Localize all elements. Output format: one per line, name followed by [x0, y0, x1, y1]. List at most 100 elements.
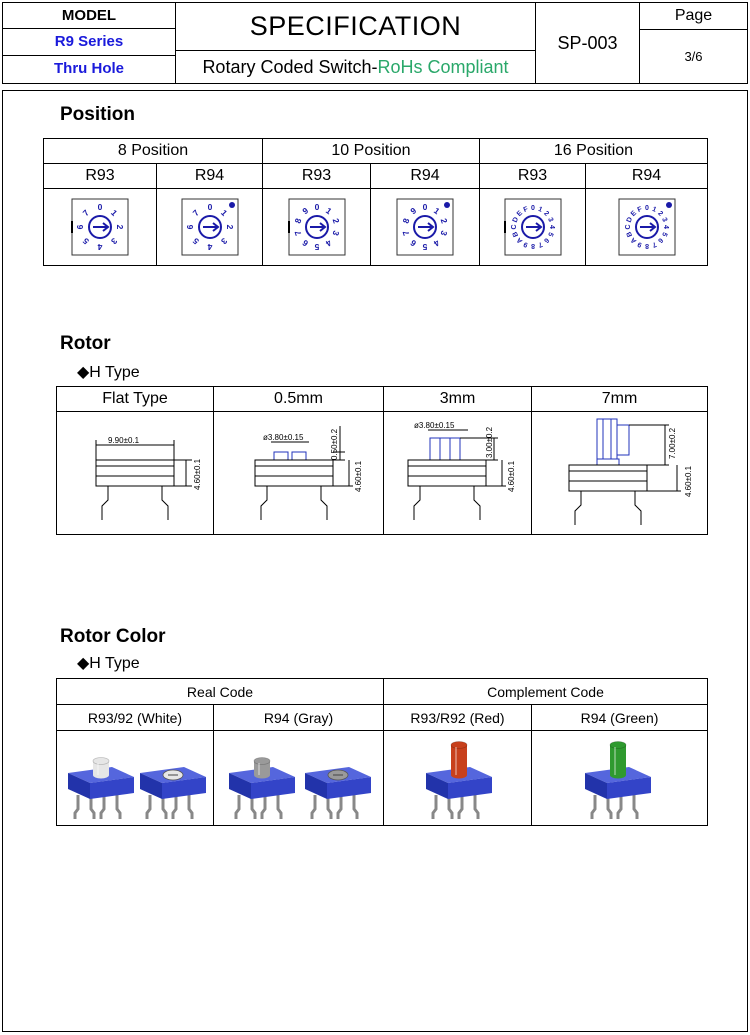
dial-digit: 2 [115, 225, 125, 230]
dial-digit: 3 [546, 217, 554, 223]
white-switch-image [68, 757, 206, 819]
rotor-col-7mm: 7mm [531, 386, 708, 412]
r7-shaft-dim: 7.00±0.2 [668, 427, 677, 459]
dial-digit: 0 [531, 205, 535, 212]
variant-gray: R94 (Gray) [213, 704, 384, 731]
dial-digit: 3 [660, 217, 668, 223]
dial-digit: 7 [292, 229, 303, 237]
red-switch-image [425, 741, 492, 819]
dial-digit: 7 [190, 207, 201, 218]
doc-number: SP-003 [536, 3, 640, 83]
dial-digit: 3 [438, 229, 449, 237]
group-8-position: 8 Position [43, 138, 263, 164]
dial-digit: 1 [323, 205, 333, 216]
content-frame [2, 90, 748, 1032]
dial-digit: 6 [300, 238, 310, 249]
variant-green: R94 (Green) [531, 704, 708, 731]
mount-label: Thru Hole [54, 60, 124, 78]
dial-digit: 4 [548, 225, 555, 229]
dial-digit: 9 [636, 240, 642, 248]
dial-digit: 8 [644, 242, 648, 249]
dial-digit: F [522, 206, 529, 214]
group-real-code: Real Code [56, 678, 384, 705]
position-table: 8 Position 10 Position 16 Position R93 R… [43, 138, 708, 266]
flat-width-dim: 9.90±0.1 [108, 436, 140, 445]
r05-dia-dim: ø3.80±0.15 [263, 433, 304, 442]
dial-digit: D [511, 216, 519, 223]
dial-digit: 9 [522, 240, 528, 248]
dial-digit: 6 [75, 224, 85, 229]
dial-digit: E [629, 210, 637, 218]
dial-digit: 0 [645, 205, 649, 212]
dial-digit: 6 [656, 236, 664, 244]
dial-digit: 3 [330, 229, 341, 237]
dial-digit: 6 [542, 236, 550, 244]
r3-height-dim: 4.60±0.1 [507, 460, 516, 492]
r3-dia-dim: ø3.80±0.15 [414, 421, 455, 430]
white-switch-cell [56, 730, 214, 826]
r05-height-dim: 4.60±0.1 [354, 460, 363, 492]
dial-digit: 6 [408, 238, 418, 249]
r05-drawing-cell: ø3.80±0.15 0.50±0.2 4.60±0.1 [213, 411, 384, 535]
dial-digit: E [515, 210, 523, 218]
rotor-color-title: Rotor Color [60, 626, 166, 647]
rotor-col-flat: Flat Type [56, 386, 214, 412]
rotor-col-3mm: 3mm [383, 386, 532, 412]
dial-digit: 5 [660, 231, 668, 237]
dial-digit: 4 [97, 242, 102, 252]
dial-digit: D [625, 216, 633, 223]
dial-digit: B [511, 230, 519, 237]
model-column: MODEL R9 Series Thru Hole [3, 3, 176, 83]
page-column: Page 3/6 [640, 3, 747, 83]
model-r94-8: R94 [156, 163, 263, 189]
dial-digit: 3 [109, 236, 120, 247]
dial-digit: 8 [400, 217, 411, 225]
group-complement-code: Complement Code [383, 678, 708, 705]
dial-digit: 6 [185, 224, 195, 229]
series-label: R9 Series [3, 29, 175, 56]
subtitle-rohs: RoHs Compliant [377, 56, 509, 77]
model-r94-10: R94 [370, 163, 480, 189]
model-r93-16: R93 [479, 163, 586, 189]
gray-switch-image [228, 757, 371, 819]
dial-digit: 3 [218, 236, 229, 247]
rotor-col-05mm: 0.5mm [213, 386, 384, 412]
subtitle-main: Rotary Coded Switch- [202, 56, 378, 77]
group-16-position: 16 Position [479, 138, 708, 164]
model-r93-8: R93 [43, 163, 157, 189]
flat-height-dim: 4.60±0.1 [193, 458, 202, 490]
dial-digit: 8 [292, 217, 303, 225]
dial-digit: 0 [207, 202, 212, 212]
rotor-type-label: ◆H Type [77, 364, 140, 381]
dial-digit: 4 [207, 242, 212, 252]
dial-digit: C [625, 224, 632, 229]
flat-type-drawing: 9.90±0.1 4.60±0.1 [95, 436, 202, 520]
group-10-position: 10 Position [262, 138, 480, 164]
dial-digit: 4 [323, 238, 333, 249]
r3-shaft-dim: 3.00±0.2 [485, 426, 494, 458]
variant-red: R93/R92 (Red) [383, 704, 532, 731]
gray-switch-cell [213, 730, 384, 826]
dial-digit: 5 [314, 242, 319, 252]
position-title: Position [60, 104, 135, 125]
dial-digit: 5 [190, 236, 201, 247]
rotor-table: Flat Type 0.5mm 3mm 7mm 9.90±0.1 4.60±0.… [56, 386, 708, 535]
variant-white: R93/92 (White) [56, 704, 214, 731]
rotor-05mm-drawing: ø3.80±0.15 0.50±0.2 4.60±0.1 [254, 425, 363, 520]
dial-digit: 2 [225, 225, 235, 230]
r7-drawing-cell: 7.00±0.2 4.60±0.1 [531, 411, 708, 535]
spec-column: SPECIFICATION Rotary Coded Switch-RoHs C… [176, 3, 536, 83]
dial-digit: 4 [432, 238, 442, 249]
dial-digit: B [625, 230, 633, 237]
rotor-color-table: Real Code Complement Code R93/92 (White)… [56, 678, 708, 826]
